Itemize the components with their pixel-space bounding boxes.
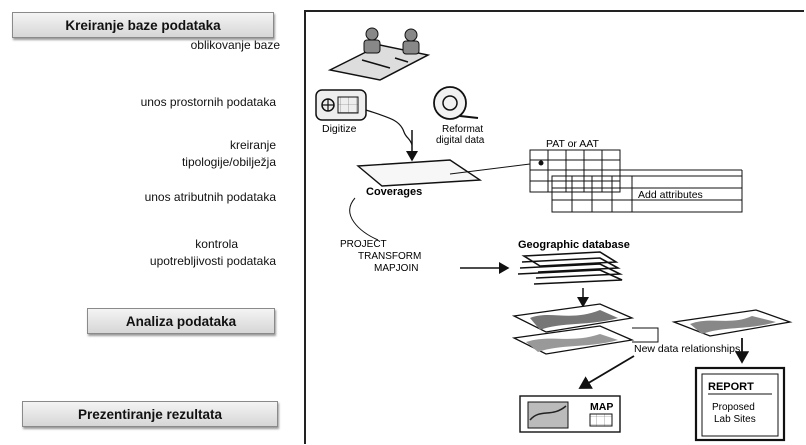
transform-label: TRANSFORM [358, 251, 421, 262]
report-label: REPORT [708, 381, 754, 393]
new-relationships-label: New data relationships [634, 343, 740, 355]
mapjoin-label: MAPJOIN [374, 263, 418, 274]
step-topology: kreiranje tipologije/obilježja [182, 137, 276, 171]
step-attribute-input: unos atributnih podataka [144, 190, 276, 204]
proposed-label: Proposed [712, 402, 755, 413]
gis-workflow-diagram: Digitize Reformat digital data Coverages… [315, 27, 793, 442]
geo-database-label: Geographic database [518, 239, 630, 251]
map-output-icon [519, 395, 621, 433]
step-topology-line1: kreiranje [229, 138, 276, 152]
project-label: PROJECT [340, 239, 387, 250]
gis-workflow-diagram-panel: Digitize Reformat digital data Coverages… [300, 0, 806, 445]
geo-database-stack [517, 251, 624, 285]
digitize-label: Digitize [322, 123, 357, 135]
pat-aat-table [529, 149, 621, 193]
pat-aat-label: PAT or AAT [546, 138, 599, 150]
workflow-steps-panel: Kreiranje baze podataka oblikovanje baze… [0, 0, 300, 445]
presentation-button[interactable]: Prezentiranje rezultata [22, 401, 278, 427]
step-control: kontrola upotrebljivosti podataka [150, 236, 276, 270]
add-attributes-label: Add attributes [638, 189, 703, 201]
design-people-icon [327, 27, 431, 81]
create-database-button[interactable]: Kreiranje baze podataka [12, 12, 274, 38]
step-spatial-input: unos prostornih podataka [140, 95, 276, 109]
step-control-line2: upotrebljivosti podataka [149, 254, 276, 268]
step-topology-line2: tipologije/obilježja [181, 155, 276, 169]
coverages-curve [349, 197, 379, 241]
analysis-button[interactable]: Analiza podataka [87, 308, 275, 334]
reformat-label-1: Reformat [442, 124, 483, 135]
attribute-table [551, 169, 743, 213]
tape-reel-icon [433, 86, 479, 120]
report-icon [694, 366, 786, 442]
diagram-frame [304, 10, 804, 444]
coverages-label: Coverages [366, 186, 422, 198]
coverages-link-line [449, 163, 531, 175]
lab-sites-label: Lab Sites [714, 414, 756, 425]
to-map-arrow [578, 355, 635, 389]
step-control-line1: kontrola [195, 237, 238, 251]
map-label: MAP [590, 401, 613, 413]
step-design: oblikovanje baze [190, 38, 280, 52]
coverages-sheet [356, 159, 483, 187]
analysis-maps-icon [511, 303, 793, 355]
digitizer-icon [315, 89, 413, 146]
reformat-label-2: digital data [436, 135, 485, 146]
